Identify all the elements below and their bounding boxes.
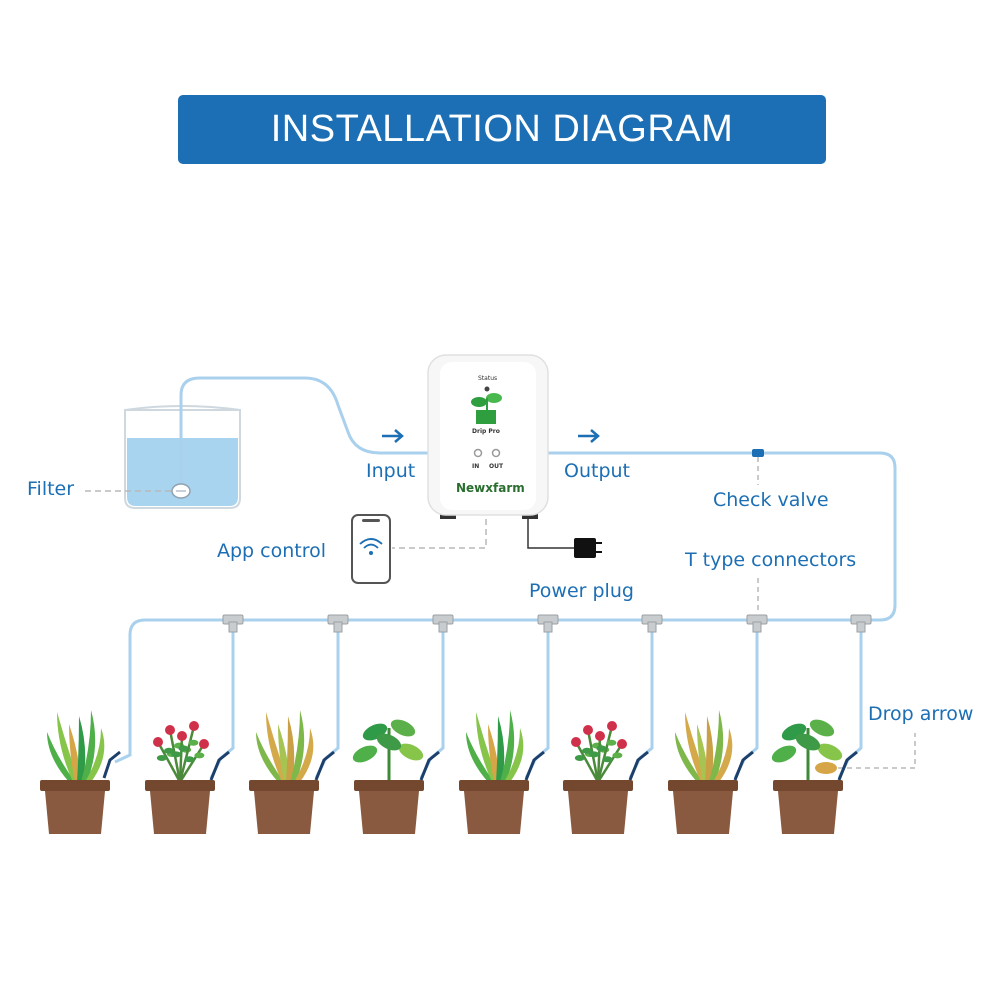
drop-arrow-icon <box>314 750 335 781</box>
check-valve-label: Check valve <box>713 489 829 511</box>
drop-line <box>837 622 863 779</box>
drop-arrow-icon <box>837 750 858 781</box>
drop-arrow-icon <box>102 750 121 779</box>
drop-line <box>524 622 550 779</box>
plant-pot <box>668 710 738 834</box>
plant-pot <box>352 719 424 834</box>
controller-device <box>427 354 549 516</box>
intake-tube <box>179 376 440 486</box>
power-plug-icon <box>574 538 602 558</box>
phone-icon <box>351 514 391 584</box>
output-arrow-icon <box>578 429 600 443</box>
t-connector-icon <box>850 614 872 633</box>
drop-lines <box>102 614 872 781</box>
t-connector-icon <box>222 614 244 633</box>
drop-line <box>419 622 445 779</box>
t-connector-icon <box>641 614 663 633</box>
t-connector-icon <box>537 614 559 633</box>
t-connector-icon <box>432 614 454 633</box>
controller-in-label: IN <box>472 463 480 470</box>
drop-arrow-icon <box>524 750 545 781</box>
drop-line <box>733 622 759 779</box>
plant-pot <box>145 721 215 834</box>
controller-status-label: Status <box>478 375 498 382</box>
filter-label: Filter <box>27 478 75 500</box>
title-banner: INSTALLATION DIAGRAM <box>178 95 826 164</box>
plant-pot <box>563 721 633 834</box>
plant-row <box>40 710 843 834</box>
check-valve-icon <box>752 449 764 457</box>
app-control-label: App control <box>217 540 327 562</box>
app-leader <box>392 519 487 549</box>
drop-arrow-icon <box>209 750 230 781</box>
power-plug-label: Power plug <box>529 580 634 602</box>
plant-pot <box>249 710 319 834</box>
drop-arrow-icon <box>628 750 649 781</box>
drop-arrow-icon <box>419 750 440 781</box>
controller-product-label: Drip Pro <box>472 428 500 435</box>
drop-arrow-icon <box>733 750 754 781</box>
controller-out-label: OUT <box>489 463 504 470</box>
drop-arrow-label: Drop arrow <box>868 703 974 725</box>
plant-pot <box>459 710 529 834</box>
plant-pot <box>771 719 843 834</box>
filter-icon <box>171 483 191 499</box>
drop-line <box>628 622 654 779</box>
drop-line <box>209 622 235 779</box>
power-cable <box>527 519 575 549</box>
t-connector-icon <box>327 614 349 633</box>
input-arrow-icon <box>382 429 404 443</box>
t-connector-icon <box>746 614 768 633</box>
output-label: Output <box>564 460 630 482</box>
title: INSTALLATION DIAGRAM <box>270 108 734 150</box>
main-tube <box>114 451 897 764</box>
plant-pot <box>40 710 110 834</box>
input-label: Input <box>366 460 416 482</box>
t-connectors-label: T type connectors <box>685 549 857 571</box>
controller-brand-label: Newxfarm <box>456 481 525 495</box>
drop-line <box>314 622 340 779</box>
